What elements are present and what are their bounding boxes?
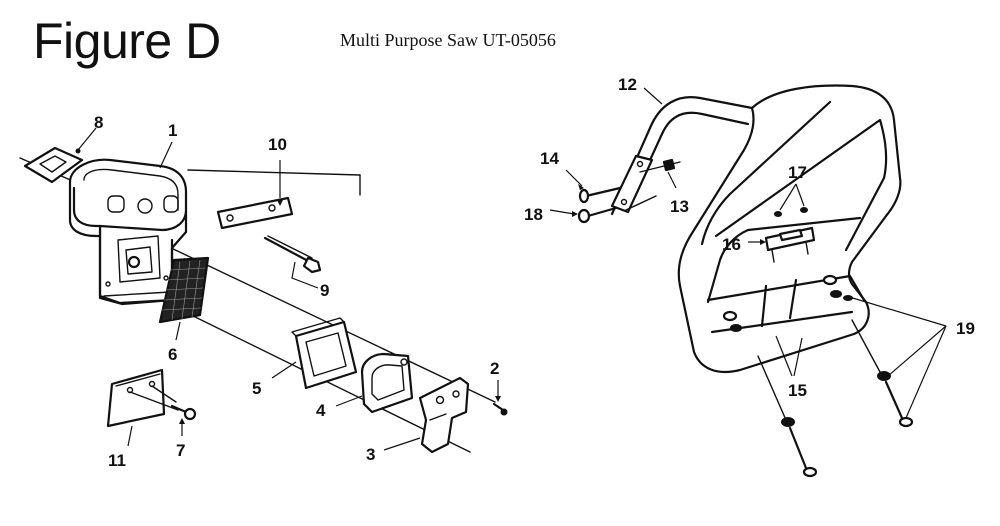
part-10-bracket [216, 160, 294, 230]
callout-18: 18 [524, 205, 543, 224]
part-17-nuts [774, 183, 808, 217]
part-16-clamp [748, 226, 816, 263]
part-5-frame [271, 317, 358, 390]
callout-labels: 1 2 3 4 5 6 7 8 9 10 11 12 13 14 15 16 1… [94, 75, 975, 470]
part-6-screen [158, 256, 210, 341]
callout-13: 13 [670, 197, 689, 216]
part-8-gasket [23, 127, 97, 184]
callout-3: 3 [366, 445, 375, 464]
part-2-screw [492, 380, 508, 416]
callout-8: 8 [94, 113, 103, 132]
part-12-handle-bar [610, 84, 902, 374]
part-11-cover [106, 368, 166, 447]
callout-2: 2 [490, 359, 499, 378]
part-13-bracket [610, 154, 681, 214]
callout-11: 11 [108, 451, 126, 470]
part-4-baffle [335, 352, 414, 414]
part-3-deflector [383, 376, 470, 454]
callout-9: 9 [320, 281, 329, 300]
figure-subtitle: Multi Purpose Saw UT-05056 [340, 30, 556, 50]
callout-5: 5 [252, 379, 261, 398]
callout-1: 1 [168, 121, 177, 140]
part-14-bolt [565, 169, 622, 204]
part-15-bolts [722, 278, 818, 478]
callout-7: 7 [176, 441, 185, 460]
callout-10: 10 [268, 135, 287, 154]
figure-title: Figure D [33, 13, 221, 69]
part-9-bolt [263, 235, 322, 289]
part-18-bolt [549, 206, 618, 224]
callout-17: 17 [788, 163, 807, 182]
callout-6: 6 [168, 345, 177, 364]
callout-15: 15 [788, 381, 807, 400]
part-1-muffler [68, 141, 188, 306]
part-7-screw [129, 385, 197, 436]
callout-12: 12 [618, 75, 637, 94]
callout-4: 4 [316, 401, 326, 420]
callout-14: 14 [540, 149, 559, 168]
part-19-bolts [822, 274, 947, 428]
callout-16: 16 [722, 235, 741, 254]
callout-19: 19 [956, 319, 975, 338]
